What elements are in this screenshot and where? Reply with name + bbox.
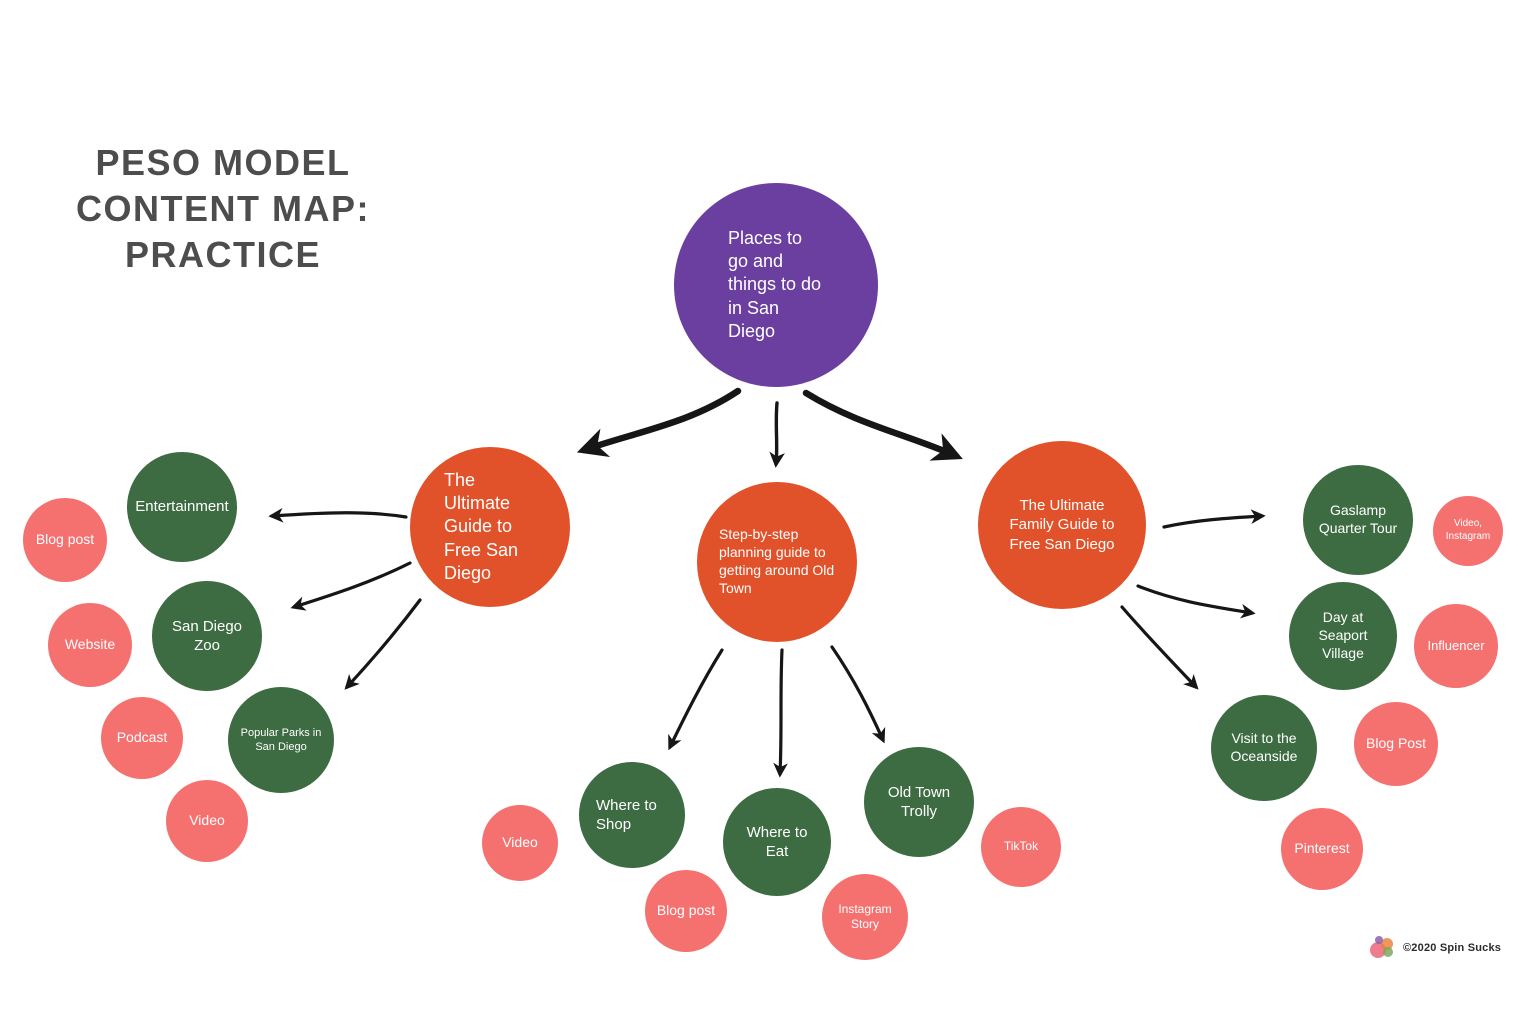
node-hub-oldtown-guide: Step-by-step planning guide to getting a… [697, 482, 857, 642]
node-topic-entertainment: Entertainment [127, 452, 237, 562]
node-topic-gaslamp-tour: Gaslamp Quarter Tour [1303, 465, 1413, 575]
node-topic-where-to-shop: Where to Shop [579, 762, 685, 868]
node-channel-pinterest: Pinterest [1281, 808, 1363, 890]
arrow-freeguide-to-entertainment [268, 507, 408, 523]
copyright-credit: ©2020 Spin Sucks [1403, 942, 1502, 954]
node-topic-san-diego-zoo: San Diego Zoo [152, 581, 262, 691]
node-channel-blog-post-middle: Blog post [645, 870, 727, 952]
spin-sucks-logo-icon [1368, 933, 1398, 963]
node-topic-popular-parks: Popular Parks in San Diego [228, 687, 334, 793]
node-channel-video-middle: Video [482, 805, 558, 881]
arrow-oldtown-to-eat [773, 648, 788, 778]
node-channel-website: Website [48, 603, 132, 687]
footer: ©2020 Spin Sucks [1368, 933, 1501, 963]
node-channel-blog-post-right: Blog Post [1354, 702, 1438, 786]
arrow-root-to-oldtown-guide [769, 401, 785, 468]
arrow-oldtown-to-shop [668, 648, 724, 751]
arrow-freeguide-to-parks [344, 598, 422, 690]
arrow-family-to-gaslamp [1162, 509, 1266, 529]
node-topic-old-town-trolly: Old Town Trolly [864, 747, 974, 857]
node-channel-video-instagram: Video, Instagram [1433, 496, 1503, 566]
node-channel-tiktok: TikTok [981, 807, 1061, 887]
node-topic-oceanside-visit: Visit to the Oceanside [1211, 695, 1317, 801]
node-hub-family-guide: The Ultimate Family Guide to Free San Di… [978, 441, 1146, 609]
arrow-oldtown-to-trolly [830, 645, 886, 744]
node-root: Places to go and things to do in San Die… [674, 183, 878, 387]
node-channel-blog-post-left: Blog post [23, 498, 107, 582]
arrow-family-to-seaport [1136, 584, 1256, 619]
node-channel-instagram-story: Instagram Story [822, 874, 908, 960]
arrow-family-to-oceanside [1120, 605, 1199, 690]
arrow-root-to-family-guide [802, 389, 963, 461]
node-channel-influencer: Influencer [1414, 604, 1498, 688]
arrow-root-to-free-guide [576, 387, 742, 457]
node-topic-seaport-village: Day at Seaport Village [1289, 582, 1397, 690]
node-topic-where-to-eat: Where to Eat [723, 788, 831, 896]
node-hub-free-guide: The Ultimate Guide to Free San Diego [410, 447, 570, 607]
node-channel-video-left: Video [166, 780, 248, 862]
arrow-freeguide-to-zoo [290, 561, 412, 611]
page-title: PESO MODEL CONTENT MAP: PRACTICE [76, 142, 370, 276]
node-channel-podcast: Podcast [101, 697, 183, 779]
